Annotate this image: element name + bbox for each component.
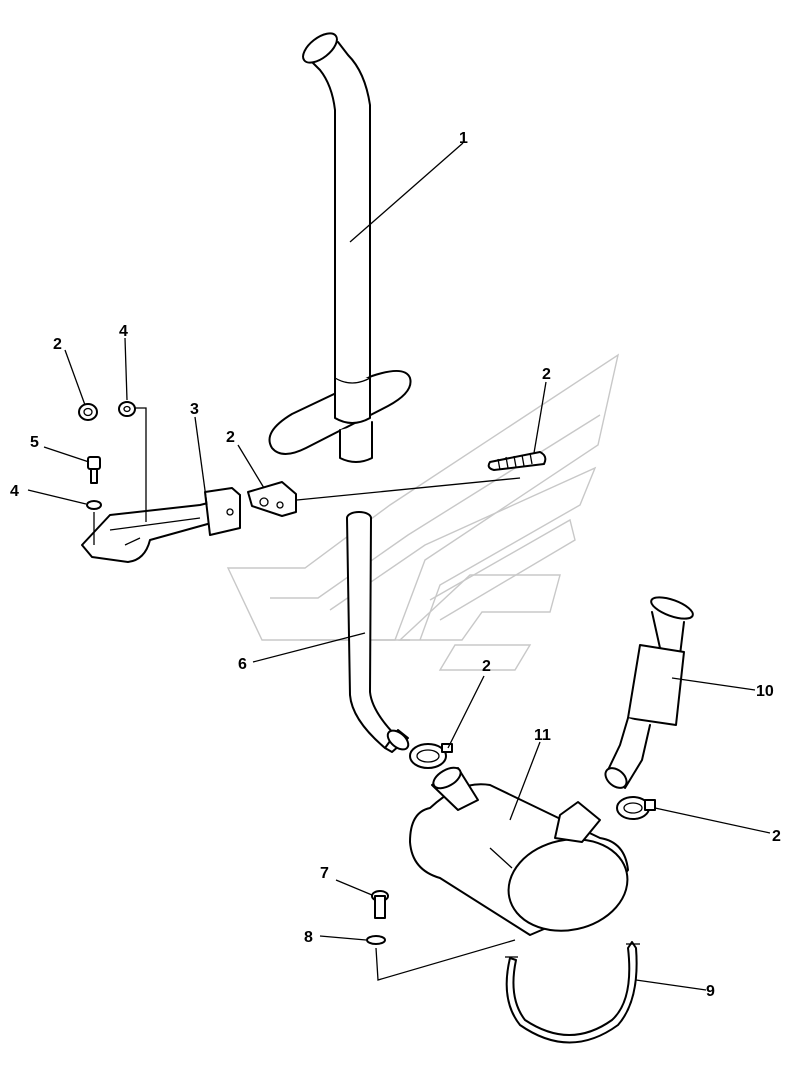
leader-lines <box>27 142 771 991</box>
bolt-part-5 <box>87 456 101 484</box>
threaded-rod-part-2 <box>487 451 547 471</box>
washer-part-4-upper <box>118 401 136 417</box>
strap-part-9 <box>505 941 640 1044</box>
flex-pipe-part-10 <box>604 596 694 789</box>
tail-pipe-part-6 <box>346 511 410 753</box>
callout-4-washer-upper: 4 <box>119 323 128 340</box>
clamp-part-2-upper <box>247 481 297 517</box>
callout-11: 11 <box>534 727 551 744</box>
stack-pipe-part-1 <box>268 32 412 463</box>
clamp-part-2-outlet <box>616 796 656 820</box>
callout-2-nut: 2 <box>53 336 62 353</box>
washer-part-8 <box>366 935 386 945</box>
callout-7: 7 <box>320 865 329 882</box>
bracket-part-3 <box>81 487 241 563</box>
callout-4-washer-lower: 4 <box>10 483 19 500</box>
callout-1: 1 <box>459 130 468 147</box>
callout-2-clamp: 2 <box>226 429 235 446</box>
watermark-logo <box>226 353 620 671</box>
clamp-part-2-inlet <box>409 743 453 769</box>
callout-2-rod: 2 <box>542 366 551 383</box>
callout-3: 3 <box>190 401 199 418</box>
callout-2-outlet-clamp: 2 <box>772 828 781 845</box>
callout-labels: 1 2 4 2 3 2 5 4 6 2 11 10 2 7 8 9 <box>10 130 781 1000</box>
callout-2-inlet-clamp: 2 <box>482 658 491 675</box>
bolt-part-7 <box>371 890 389 919</box>
callout-5: 5 <box>30 434 39 451</box>
nut-part-2 <box>78 403 98 421</box>
callout-9: 9 <box>706 983 715 1000</box>
callout-10: 10 <box>756 683 774 700</box>
callout-8: 8 <box>304 929 313 946</box>
washer-part-4-lower <box>86 500 102 510</box>
callout-6: 6 <box>238 656 247 673</box>
muffler-part-11 <box>409 766 629 936</box>
